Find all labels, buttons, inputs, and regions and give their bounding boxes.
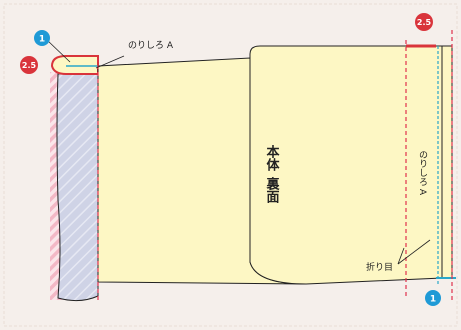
label-seam-allowance-vertical: のりしろ A (417, 150, 428, 196)
badge-blue-bottom-text: 1 (430, 295, 436, 305)
badge-red-top-right-text: 2.5 (417, 18, 432, 27)
fabric-body-right-panel (249, 45, 443, 285)
leader-fold-1 (397, 247, 405, 265)
fabric-right-edge (441, 45, 453, 279)
leader-badge-blue-top (46, 39, 71, 63)
rolled-fabric-left (56, 69, 99, 302)
badge-red-left: 2.5 (20, 56, 38, 74)
rolled-edge-top (50, 55, 99, 75)
badge-blue-bottom: 1 (425, 290, 441, 306)
badge-red-left-text: 2.5 (22, 61, 37, 70)
leader-fold-2 (397, 239, 431, 265)
badge-red-top-right: 2.5 (415, 13, 433, 31)
label-fold-line: 折り目 (366, 261, 393, 273)
label-seam-allowance-top: のりしろ A (128, 40, 174, 51)
label-body-line1: 本体 (264, 144, 280, 172)
badge-blue-top-text: 1 (39, 35, 45, 45)
label-body-line2: 裏面 (264, 176, 281, 204)
leader-seam-top (95, 55, 125, 69)
badge-blue-top: 1 (34, 30, 50, 46)
